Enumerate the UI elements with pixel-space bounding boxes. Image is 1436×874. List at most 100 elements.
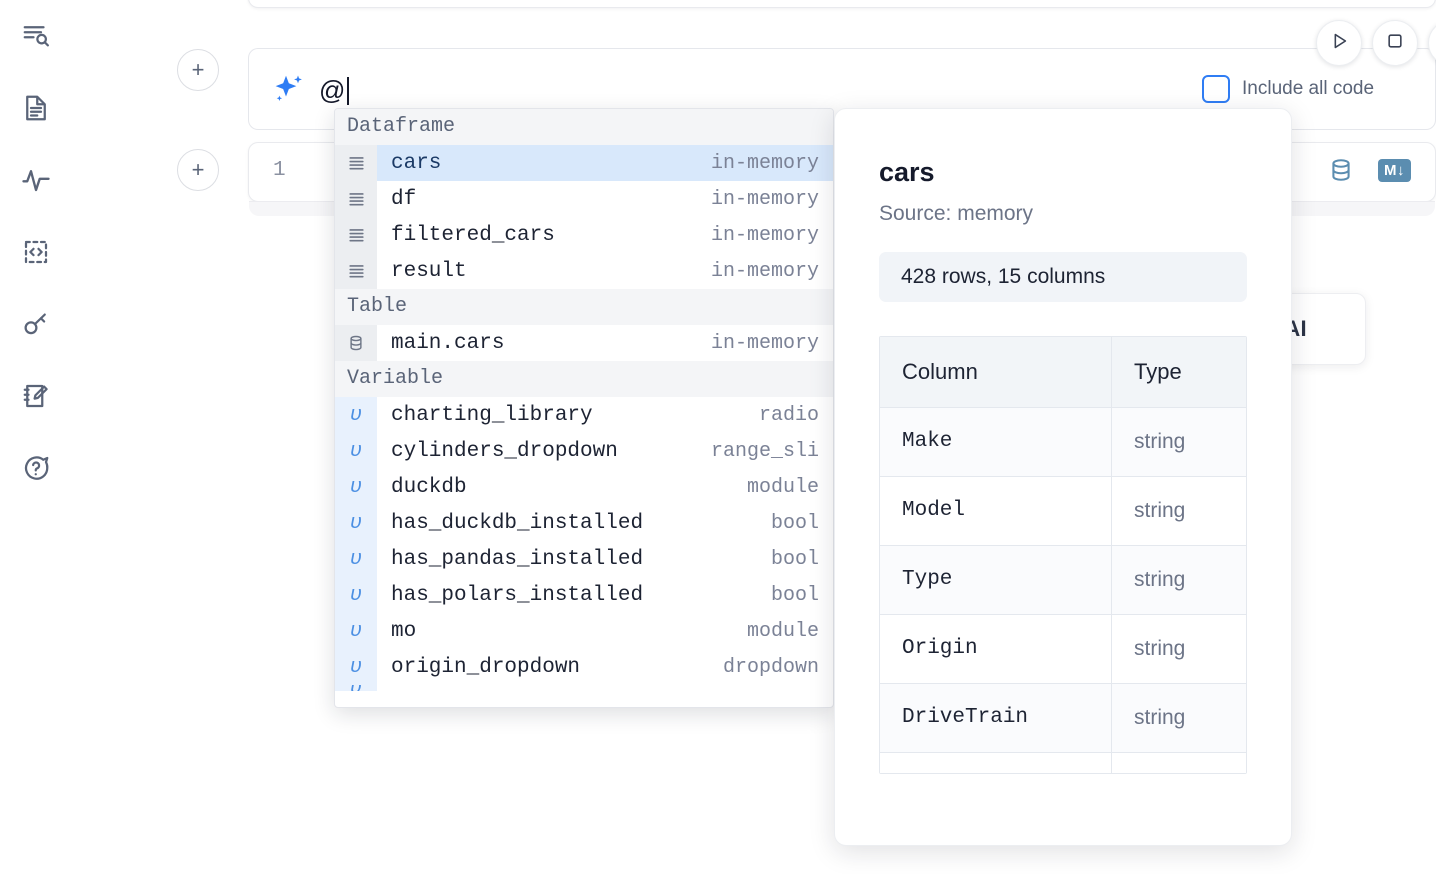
sidebar-item-scratchpad[interactable] <box>14 374 58 418</box>
autocomplete-item[interactable]: filtered_cars in-memory <box>335 217 833 253</box>
variable-icon: υ <box>335 541 377 577</box>
autocomplete-item-name: has_duckdb_installed <box>391 511 644 535</box>
autocomplete-item[interactable]: υ has_duckdb_installed bool <box>335 505 833 541</box>
variable-icon: υ <box>335 469 377 505</box>
database-icon[interactable] <box>1328 157 1354 183</box>
plus-icon: + <box>191 157 205 182</box>
ai-prompt-value: @ <box>319 75 346 105</box>
doc-table-header-cell: Column <box>880 337 1112 407</box>
doc-table-column-name: DriveTrain <box>880 684 1112 752</box>
include-all-code-checkbox[interactable] <box>1202 75 1230 103</box>
sidebar-item-notebook[interactable] <box>14 86 58 130</box>
autocomplete-item-clipped[interactable]: υ <box>335 685 833 691</box>
autocomplete-item[interactable]: cars in-memory <box>335 145 833 181</box>
doc-table-column-name: Origin <box>880 615 1112 683</box>
markdown-icon[interactable]: M↓ <box>1378 158 1411 182</box>
autocomplete-item-type: range_sli <box>710 439 819 463</box>
doc-table-column-name: Type <box>880 546 1112 614</box>
doc-table-column-type: string <box>1134 637 1186 660</box>
doc-table-row-clipped <box>880 753 1246 773</box>
add-cell-button-top[interactable]: + <box>177 49 219 91</box>
doc-table-column-name: Model <box>880 477 1112 545</box>
doc-table-column-type: string <box>1134 568 1186 591</box>
autocomplete-item-name: df <box>391 187 417 211</box>
autocomplete-item-name: mo <box>391 619 417 643</box>
table-database-icon <box>335 325 377 361</box>
line-number: 1 <box>273 159 286 182</box>
doc-table-column-type <box>1112 753 1246 773</box>
doc-stats-badge: 428 rows, 15 columns <box>879 252 1247 302</box>
autocomplete-item-name: charting_library <box>391 403 593 427</box>
autocomplete-item[interactable]: main.cars in-memory <box>335 325 833 361</box>
autocomplete-item-name: has_pandas_installed <box>391 547 644 571</box>
activity-pulse-icon <box>21 165 51 195</box>
autocomplete-item[interactable]: df in-memory <box>335 181 833 217</box>
autocomplete-item-type: in-memory <box>710 187 819 211</box>
autocomplete-section-header: Table <box>335 289 833 325</box>
scratchpad-edit-icon <box>21 381 51 411</box>
autocomplete-item-type: bool <box>770 511 819 535</box>
doc-table-column-type: string <box>1134 499 1186 522</box>
key-icon <box>21 309 51 339</box>
autocomplete-item-name: main.cars <box>391 331 505 355</box>
doc-table-column-name <box>880 753 1112 773</box>
sidebar-rail <box>0 0 72 874</box>
autocomplete-item-type: in-memory <box>710 223 819 247</box>
include-all-code-row[interactable]: Include all code <box>1202 75 1374 103</box>
autocomplete-item-type: radio <box>758 403 819 427</box>
autocomplete-item-name: filtered_cars <box>391 223 555 247</box>
dataframe-icon <box>335 217 377 253</box>
sidebar-item-secrets[interactable] <box>14 302 58 346</box>
autocomplete-item-type: in-memory <box>710 331 819 355</box>
text-caret <box>346 77 349 105</box>
doc-table-column-type: string <box>1134 706 1186 729</box>
autocomplete-item-name: result <box>391 259 467 283</box>
doc-table-row: DriveTrain string <box>880 684 1246 753</box>
autocomplete-item-type: module <box>746 619 819 643</box>
dataframe-icon <box>335 145 377 181</box>
sidebar-item-activity[interactable] <box>14 158 58 202</box>
autocomplete-item-name: duckdb <box>391 475 467 499</box>
variable-icon: υ <box>335 505 377 541</box>
autocomplete-item[interactable]: υ has_polars_installed bool <box>335 577 833 613</box>
autocomplete-item-type: in-memory <box>710 259 819 283</box>
variable-icon: υ <box>335 685 377 691</box>
doc-title: cars <box>879 157 935 187</box>
cell-toolbar: M↓ <box>1328 157 1411 183</box>
autocomplete-item[interactable]: result in-memory <box>335 253 833 289</box>
documentation-panel: cars Source: memory 428 rows, 15 columns… <box>834 108 1292 846</box>
dataframe-icon <box>335 253 377 289</box>
add-cell-button-bottom[interactable]: + <box>177 149 219 191</box>
plus-icon: + <box>191 57 205 82</box>
explore-search-icon <box>21 21 51 51</box>
run-button[interactable] <box>1316 20 1362 66</box>
sparkle-ai-icon <box>271 71 307 107</box>
ai-prompt-input[interactable]: @ <box>319 71 349 106</box>
sidebar-item-help[interactable] <box>14 446 58 490</box>
autocomplete-item-name: has_polars_installed <box>391 583 644 607</box>
doc-table-column-type: string <box>1134 430 1186 453</box>
autocomplete-item-type: in-memory <box>710 151 819 175</box>
autocomplete-item-type: module <box>746 475 819 499</box>
sidebar-item-snippets[interactable] <box>14 230 58 274</box>
variable-icon: υ <box>335 577 377 613</box>
variable-icon: υ <box>335 649 377 685</box>
dataframe-icon <box>335 181 377 217</box>
square-stop-icon <box>1385 31 1405 56</box>
document-icon <box>21 93 51 123</box>
autocomplete-section-header: Variable <box>335 361 833 397</box>
stop-button[interactable] <box>1372 20 1418 66</box>
autocomplete-item-type: bool <box>770 583 819 607</box>
sidebar-item-explore[interactable] <box>14 14 58 58</box>
doc-table-header-cell: Type <box>1134 359 1182 384</box>
autocomplete-item-name: origin_dropdown <box>391 655 581 679</box>
autocomplete-item-name: cars <box>391 151 442 175</box>
